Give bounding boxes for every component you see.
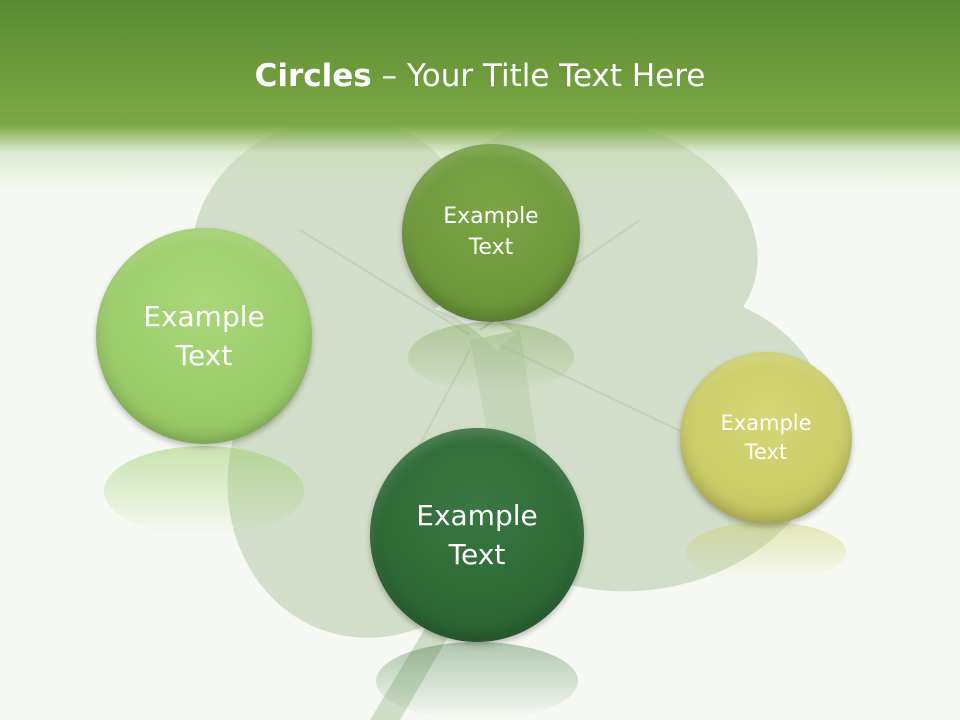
- circle-bottom-line1: Example: [416, 498, 538, 532]
- circle-top-line2: Text: [468, 235, 514, 260]
- circle-top-label: Example Text: [443, 202, 538, 264]
- circle-top-line1: Example: [443, 204, 539, 230]
- circle-right-line2: Text: [744, 440, 788, 464]
- slide-title[interactable]: Circles – Your Title Text Here: [0, 54, 960, 98]
- circle-left-line1: Example: [143, 299, 265, 333]
- circle-right-label: Example Text: [720, 409, 811, 468]
- circle-right-line1: Example: [720, 410, 812, 435]
- title-bold: Circles: [254, 58, 372, 94]
- circle-left-line2: Text: [175, 339, 233, 372]
- circle-bottom[interactable]: Example Text: [370, 428, 584, 642]
- circle-left-label: Example Text: [143, 297, 264, 375]
- circle-left[interactable]: Example Text: [96, 228, 312, 444]
- circle-right[interactable]: Example Text: [680, 352, 852, 524]
- circle-bottom-line2: Text: [448, 538, 506, 571]
- circle-top[interactable]: Example Text: [402, 144, 580, 322]
- title-rest: – Your Title Text Here: [371, 58, 706, 94]
- circle-bottom-label: Example Text: [416, 496, 537, 574]
